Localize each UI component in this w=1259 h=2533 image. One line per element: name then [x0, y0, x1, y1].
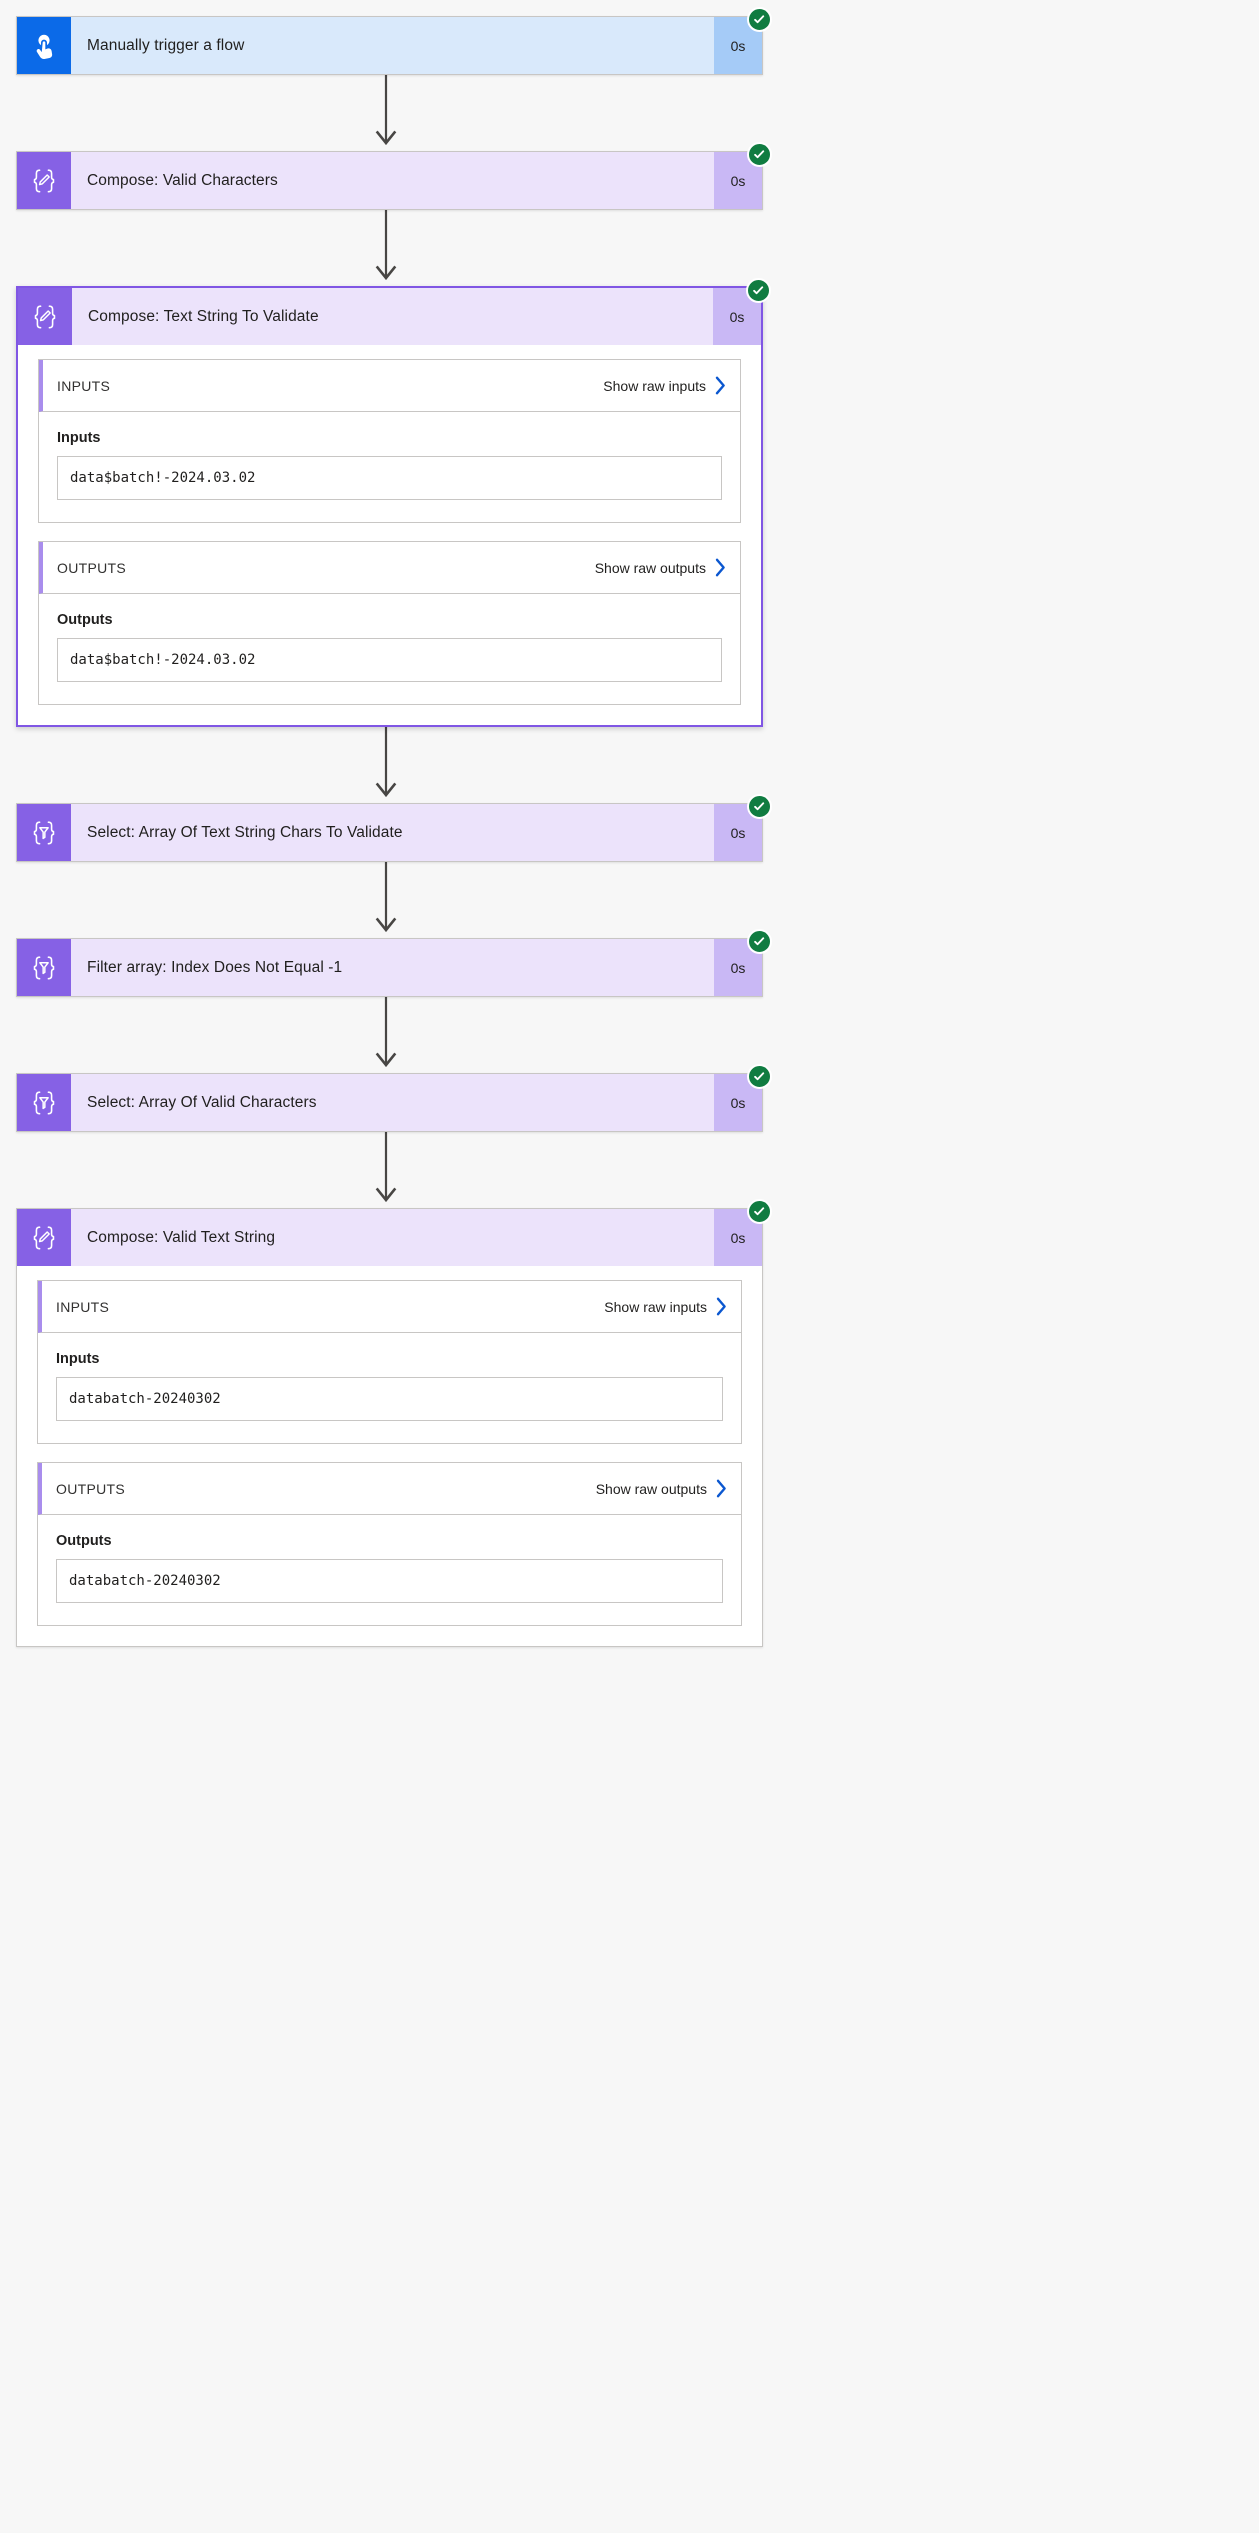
inputs-field-label: Inputs: [56, 1351, 100, 1367]
inputs-section-label: INPUTS: [57, 377, 111, 394]
chevron-right-icon: [715, 376, 726, 395]
flow-connector-arrow: [16, 75, 756, 151]
node-header[interactable]: Select: Array Of Text String Chars To Va…: [17, 804, 762, 861]
node-title: Select: Array Of Valid Characters: [71, 1074, 714, 1131]
outputs-section-label: OUTPUTS: [56, 1480, 125, 1497]
node-title: Compose: Valid Text String: [71, 1209, 714, 1266]
flow-connector-arrow: [16, 862, 756, 938]
outputs-field-label: Outputs: [57, 612, 113, 628]
node-title: Select: Array Of Text String Chars To Va…: [71, 804, 714, 861]
show-raw-outputs-link[interactable]: Show raw outputs: [596, 1479, 727, 1498]
outputs-header: OUTPUTS Show raw outputs: [38, 1463, 741, 1515]
outputs-value[interactable]: databatch-20240302: [56, 1559, 723, 1603]
show-raw-outputs-label: Show raw outputs: [594, 559, 706, 576]
compose-braces-pencil-icon: [17, 1209, 71, 1266]
compose-braces-pencil-icon: [17, 152, 71, 209]
select-funnel-braces-icon: [17, 804, 71, 861]
inputs-header: INPUTS Show raw inputs: [39, 360, 740, 412]
flow-connector-arrow: [16, 1132, 756, 1208]
outputs-field-label: Outputs: [56, 1533, 112, 1549]
flow-connector-arrow: [16, 727, 756, 803]
select-funnel-braces-icon: [17, 1074, 71, 1131]
status-badge-succeeded: [747, 929, 772, 954]
inputs-value[interactable]: data$batch!-2024.03.02: [57, 456, 722, 500]
tap-hand-icon: [17, 17, 71, 74]
inputs-header: INPUTS Show raw inputs: [38, 1281, 741, 1333]
inputs-content: Inputs databatch-20240302: [38, 1333, 741, 1443]
show-raw-outputs-label: Show raw outputs: [595, 1480, 707, 1497]
node-title: Filter array: Index Does Not Equal -1: [71, 939, 714, 996]
show-raw-inputs-link[interactable]: Show raw inputs: [604, 1297, 727, 1316]
inputs-content: Inputs data$batch!-2024.03.02: [39, 412, 740, 522]
node-title: Manually trigger a flow: [71, 17, 714, 74]
outputs-value[interactable]: data$batch!-2024.03.02: [57, 638, 722, 682]
node-shell: Select: Array Of Text String Chars To Va…: [16, 794, 772, 862]
flow-connector-arrow: [16, 210, 756, 286]
show-raw-inputs-label: Show raw inputs: [603, 377, 706, 394]
outputs-section-label: OUTPUTS: [57, 559, 126, 576]
status-badge-succeeded: [747, 794, 772, 819]
flow-connector-arrow: [16, 997, 756, 1073]
status-badge-succeeded: [747, 142, 772, 167]
node-duration: 0s: [713, 288, 761, 345]
inputs-section-label: INPUTS: [56, 1298, 110, 1315]
outputs-content: Outputs data$batch!-2024.03.02: [39, 594, 740, 704]
compose-braces-pencil-icon: [18, 288, 72, 345]
node-title: Compose: Text String To Validate: [72, 288, 713, 345]
flow-node-select-array-of-text-string-chars-to-validate[interactable]: Select: Array Of Text String Chars To Va…: [0, 794, 779, 862]
chevron-right-icon: [716, 1297, 727, 1316]
status-badge-succeeded: [747, 7, 772, 32]
chevron-right-icon: [716, 1479, 727, 1498]
show-raw-inputs-link[interactable]: Show raw inputs: [603, 376, 726, 395]
status-badge-succeeded: [746, 278, 771, 303]
status-badge-succeeded: [747, 1064, 772, 1089]
outputs-header: OUTPUTS Show raw outputs: [39, 542, 740, 594]
chevron-right-icon: [715, 558, 726, 577]
inputs-field-label: Inputs: [57, 430, 101, 446]
status-badge-succeeded: [747, 1199, 772, 1224]
select-funnel-braces-icon: [17, 939, 71, 996]
node-title: Compose: Valid Characters: [71, 152, 714, 209]
show-raw-inputs-label: Show raw inputs: [604, 1298, 707, 1315]
show-raw-outputs-link[interactable]: Show raw outputs: [595, 558, 726, 577]
outputs-content: Outputs databatch-20240302: [38, 1515, 741, 1625]
node-duration: 0s: [714, 939, 762, 996]
inputs-value[interactable]: databatch-20240302: [56, 1377, 723, 1421]
